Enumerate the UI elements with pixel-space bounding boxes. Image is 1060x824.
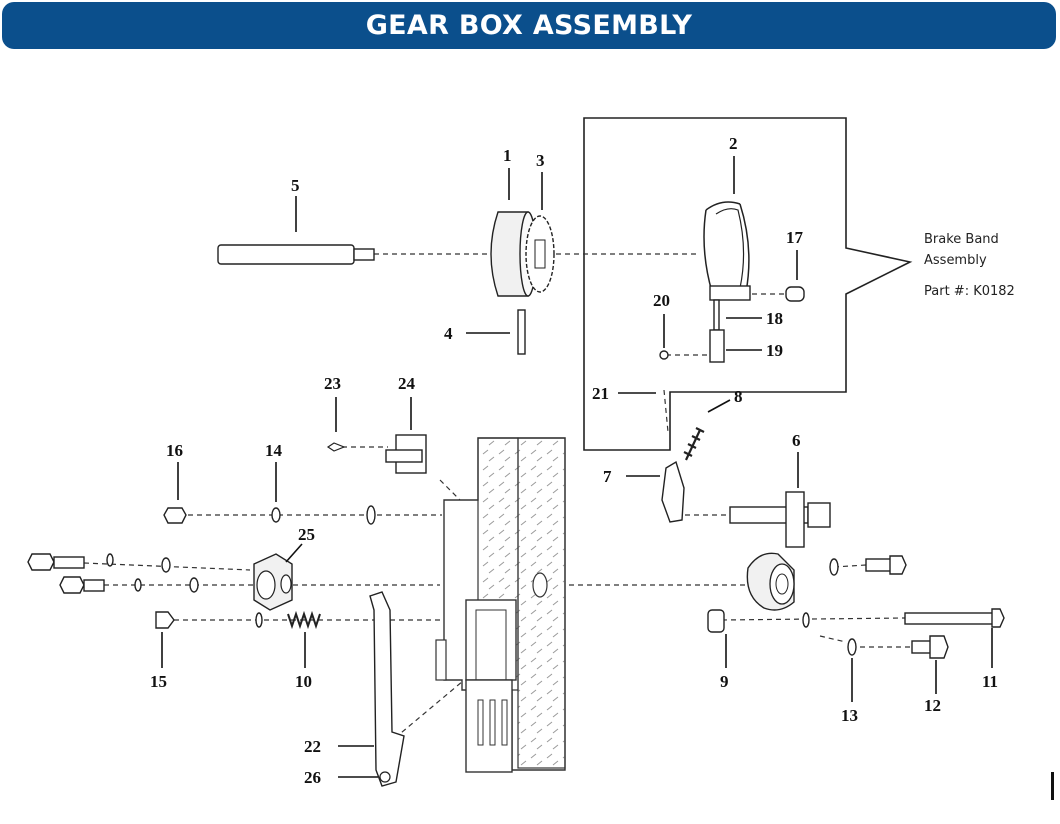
label-12: 12 bbox=[924, 696, 941, 715]
label-17: 17 bbox=[786, 228, 804, 247]
callout-part-number: Part #: K0182 bbox=[924, 284, 1015, 299]
title-banner: GEAR BOX ASSEMBLY bbox=[2, 2, 1056, 49]
label-5: 5 bbox=[291, 176, 300, 195]
label-7: 7 bbox=[603, 467, 612, 486]
part-number-labels: 1 3 5 4 2 17 18 19 20 21 8 7 6 23 24 16 … bbox=[150, 134, 998, 787]
spring-part-8 bbox=[683, 427, 705, 461]
washer-right-upper bbox=[829, 558, 839, 576]
rod-part-18 bbox=[713, 299, 720, 331]
label-8: 8 bbox=[734, 387, 743, 406]
arm-part-22 bbox=[369, 591, 405, 787]
right-hub bbox=[746, 552, 795, 611]
sprocket-part-3 bbox=[525, 215, 555, 293]
callout-line-1: Brake Band bbox=[924, 232, 999, 247]
lever-part-7 bbox=[661, 460, 685, 523]
spring-part-10 bbox=[287, 610, 321, 630]
brake-band-part-2 bbox=[703, 201, 751, 301]
label-21: 21 bbox=[592, 384, 609, 403]
handle-part-19 bbox=[709, 329, 725, 363]
label-10: 10 bbox=[295, 672, 312, 691]
label-26: 26 bbox=[304, 768, 321, 787]
label-13: 13 bbox=[841, 706, 858, 725]
nut-part-16 bbox=[163, 507, 187, 524]
label-1: 1 bbox=[503, 146, 512, 165]
label-15: 15 bbox=[150, 672, 167, 691]
left-bolt-upper bbox=[27, 553, 85, 571]
label-18: 18 bbox=[766, 309, 783, 328]
ball-part-20 bbox=[659, 350, 669, 360]
edge-mark bbox=[1051, 772, 1054, 800]
washer-upper-inner bbox=[366, 505, 376, 525]
label-14: 14 bbox=[265, 441, 283, 460]
washer-part-13 bbox=[847, 638, 857, 656]
nut-part-15 bbox=[155, 611, 175, 629]
bolt-part-12 bbox=[911, 635, 949, 659]
gearbox-housing bbox=[435, 437, 566, 773]
block-part-24 bbox=[385, 434, 427, 474]
label-19: 19 bbox=[766, 341, 783, 360]
label-11: 11 bbox=[982, 672, 998, 691]
screw-part-23 bbox=[326, 442, 346, 452]
label-20: 20 bbox=[653, 291, 670, 310]
washer-right-mid bbox=[802, 612, 810, 628]
callout-line-2: Assembly bbox=[924, 253, 987, 268]
shaft-part-5 bbox=[217, 244, 375, 265]
washer-lower-left bbox=[255, 612, 263, 628]
label-16: 16 bbox=[166, 441, 183, 460]
washer-part-14 bbox=[271, 507, 281, 523]
label-9: 9 bbox=[720, 672, 729, 691]
bolt-right-upper bbox=[865, 555, 907, 575]
left-bolt-lower bbox=[59, 576, 105, 594]
label-25: 25 bbox=[298, 525, 315, 544]
label-2: 2 bbox=[729, 134, 738, 153]
brake-band-callout-box bbox=[583, 117, 913, 451]
label-4: 4 bbox=[444, 324, 453, 343]
page-title: GEAR BOX ASSEMBLY bbox=[365, 10, 693, 41]
label-24: 24 bbox=[398, 374, 416, 393]
cam-part-25 bbox=[253, 553, 293, 611]
bolt-part-11 bbox=[904, 608, 1005, 628]
label-3: 3 bbox=[536, 151, 545, 170]
spacer-part-9 bbox=[707, 609, 725, 633]
label-6: 6 bbox=[792, 431, 801, 450]
pin-part-17 bbox=[785, 286, 805, 302]
label-23: 23 bbox=[324, 374, 341, 393]
label-22: 22 bbox=[304, 737, 321, 756]
leader-lines bbox=[161, 156, 993, 778]
pin-part-4 bbox=[517, 309, 526, 355]
left-washers bbox=[106, 553, 199, 593]
bolt-part-6 bbox=[729, 491, 831, 548]
